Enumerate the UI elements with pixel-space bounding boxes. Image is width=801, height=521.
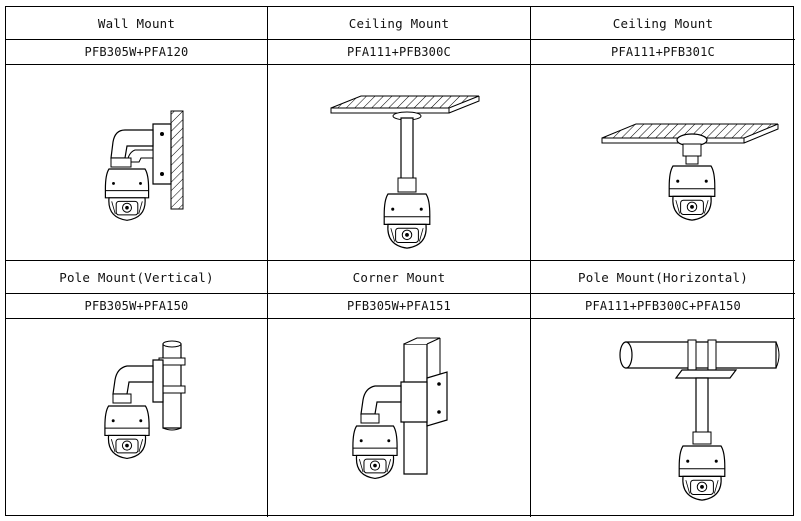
mount-model: PFA111+PFB300C+PFA150 (531, 294, 795, 319)
mount-model: PFA111+PFB300C (268, 40, 531, 65)
vertical-pole-mount-camera-icon (6, 319, 268, 517)
mount-title: Corner Mount (268, 261, 531, 294)
mount-model: PFB305W+PFA151 (268, 294, 531, 319)
mount-options-table: Wall Mount Ceiling Mount Ceiling Mount P… (5, 6, 795, 517)
corner-mount-camera-icon (268, 319, 531, 517)
wall-mount-camera-icon (6, 65, 268, 261)
ceiling-pendant-mount-camera-icon (268, 65, 531, 261)
mount-title: Pole Mount(Horizontal) (531, 261, 795, 294)
mount-model: PFA111+PFB301C (531, 40, 795, 65)
mount-title: Pole Mount(Vertical) (6, 261, 268, 294)
horizontal-pole-mount-camera-icon (531, 319, 795, 517)
mount-model: PFB305W+PFA120 (6, 40, 268, 65)
mount-title: Ceiling Mount (268, 7, 531, 40)
mount-model: PFB305W+PFA150 (6, 294, 268, 319)
mount-title: Ceiling Mount (531, 7, 795, 40)
mount-title: Wall Mount (6, 7, 268, 40)
ceiling-flush-mount-camera-icon (531, 65, 795, 261)
